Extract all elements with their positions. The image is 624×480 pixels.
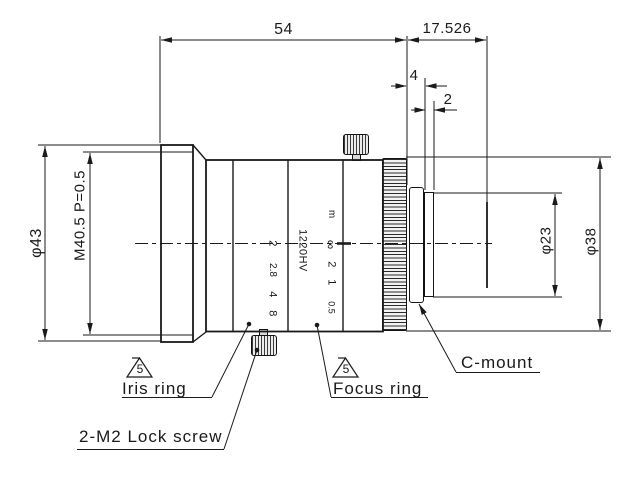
dim-front-thread: M40.5 P=0.5: [71, 170, 89, 261]
c-mount-leader-arrow: [419, 304, 427, 315]
dim-step-width: 2: [443, 91, 453, 108]
focus-scale-0_5: 0.5: [326, 301, 337, 314]
extension-lines: [38, 36, 611, 342]
focus-scale-2: 2: [325, 261, 338, 268]
model-marking: 1220HV: [296, 229, 309, 272]
dim-flange-distance: 17.526: [422, 20, 472, 37]
leader-dots: [246, 304, 427, 353]
dim-collar-width: 4: [409, 67, 419, 84]
dim-front-diameter: φ43: [28, 228, 45, 258]
label-c-mount: C-mount: [461, 353, 534, 372]
focus-scale-unit: m: [326, 209, 337, 219]
focus-scale-infinity: ∞: [323, 239, 339, 250]
c-mount-thread-step: [424, 192, 434, 297]
leader-lines: [77, 303, 540, 450]
finish-mark-value-focus: 5: [342, 362, 350, 376]
dimension-lines: [44, 39, 601, 340]
label-lock-screw: 2-M2 Lock screw: [79, 427, 223, 446]
iris-scale-2: 2: [266, 240, 279, 247]
finish-mark-triangles: [125, 356, 360, 378]
focus-scale-1: 1: [325, 279, 338, 286]
c-mount-collar: [409, 187, 424, 303]
dim-rear-diameter: φ23: [537, 226, 555, 255]
lens-body-outline: [160, 144, 384, 343]
dimension-arrowheads: [42, 37, 603, 340]
iris-scale-8: 8: [266, 310, 279, 317]
label-iris-ring: Iris ring: [122, 379, 187, 398]
dim-barrel-diameter: φ38: [582, 227, 600, 256]
top-lock-screw-head: [343, 134, 369, 155]
iris-scale-4: 4: [266, 291, 279, 298]
finish-mark-value-iris: 5: [136, 362, 144, 376]
iris-scale-2_8: 2.8: [267, 263, 278, 277]
dim-overall-length: 54: [274, 21, 293, 38]
label-focus-ring: Focus ring: [333, 379, 423, 398]
